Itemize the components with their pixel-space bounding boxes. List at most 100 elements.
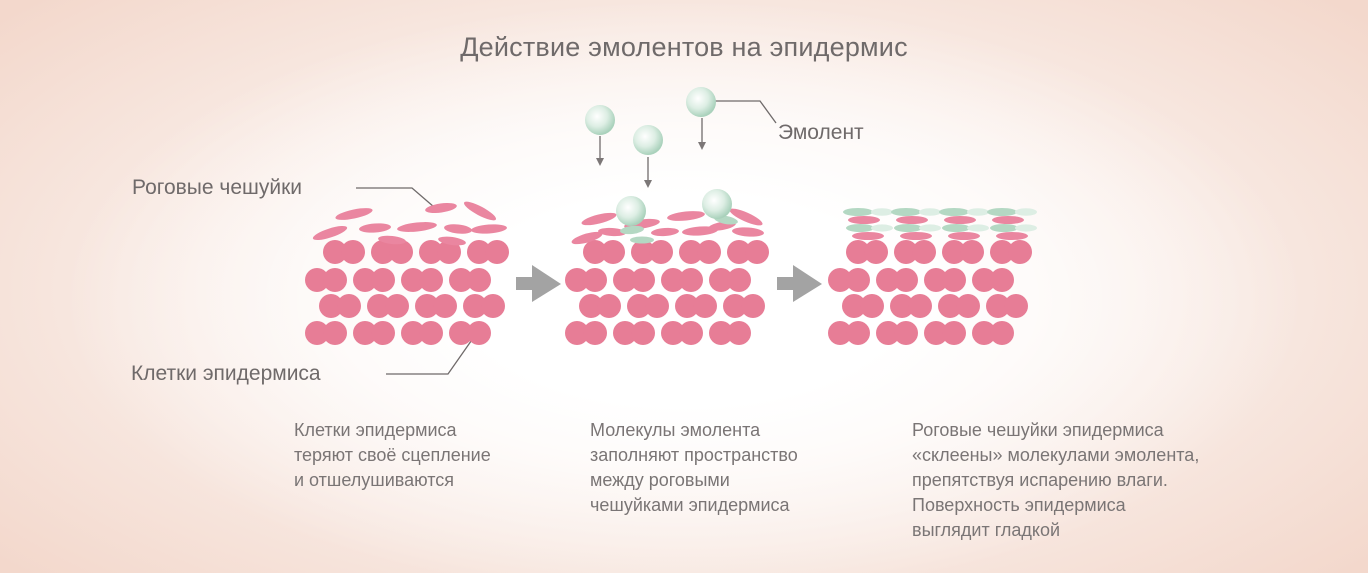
emollient-fill: [1015, 208, 1037, 216]
horny-scale: [848, 216, 880, 224]
emollient-fill: [919, 224, 941, 232]
emollient-fill: [990, 224, 1018, 232]
stage2-caption-line: чешуйками эпидермиса: [590, 495, 790, 515]
epidermis-cell: [709, 268, 751, 292]
emollient-fill: [891, 208, 921, 216]
epidermis-cell: [924, 321, 966, 345]
emollient-fill: [620, 225, 644, 235]
emollient-label: Эмолент: [778, 121, 864, 144]
epidermis-cell: [353, 268, 395, 292]
horny-scale: [444, 224, 472, 234]
horny-scale: [948, 232, 980, 240]
epidermis-cell: [990, 240, 1032, 264]
epidermis-cell: [353, 321, 395, 345]
horny-scale: [471, 224, 507, 234]
emollient-molecule: [616, 196, 646, 226]
horny-scale: [359, 223, 391, 233]
stage2-caption-line: Молекулы эмолента: [590, 420, 761, 440]
emollient-molecule: [633, 125, 663, 155]
horny-scale: [651, 227, 679, 237]
stage3-epidermis-cells: [828, 240, 1032, 345]
stage1-epidermis-cells: [305, 240, 509, 345]
epidermis-cell: [828, 321, 870, 345]
horny-scale: [900, 232, 932, 240]
epidermis-cell: [661, 321, 703, 345]
falling-arrows: [596, 118, 706, 188]
stage3-sealed-layer: [843, 208, 1037, 240]
epidermis-cell: [449, 268, 491, 292]
stage1-caption: Клетки эпидермиса теряют своё сцепление …: [294, 418, 491, 493]
epidermis-cell: [367, 294, 409, 318]
horny-scale: [397, 222, 437, 232]
horny-scale: [378, 235, 406, 245]
emollient-fill: [871, 208, 893, 216]
epidermis-cell: [319, 294, 361, 318]
epidermis-cell: [305, 268, 347, 292]
epidermis-cell: [305, 321, 347, 345]
epidermis-cell: [846, 240, 888, 264]
horny-scales-label: Роговые чешуйки: [132, 176, 303, 199]
horny-scale: [463, 201, 497, 221]
epidermis-cell: [675, 294, 717, 318]
emollient-molecule: [686, 87, 716, 117]
emollient-fill: [843, 208, 873, 216]
epidermis-cell: [938, 294, 980, 318]
epidermis-cell: [709, 321, 751, 345]
stage3-caption-line: Роговые чешуйки эпидермиса: [912, 420, 1164, 440]
epidermis-cell: [401, 321, 443, 345]
stage3-caption-line: «склеены» молекулами эмолента,: [912, 445, 1200, 465]
epidermis-cell: [613, 268, 655, 292]
epidermis-cell: [565, 321, 607, 345]
emollient-fill: [630, 236, 654, 244]
epidermis-cell: [942, 240, 984, 264]
horny-scale: [438, 236, 466, 246]
emollient-molecule: [585, 105, 615, 135]
epidermis-cell: [613, 321, 655, 345]
emollient-fill: [894, 224, 922, 232]
emollient-molecule: [702, 189, 732, 219]
stage-arrow-2: [777, 265, 822, 302]
horny-scale: [581, 212, 617, 226]
stage2-epidermis-cells: [565, 240, 769, 345]
emollient-fill: [919, 208, 941, 216]
stage1-caption-line: Клетки эпидермиса: [294, 420, 457, 440]
epidermis-cell: [876, 321, 918, 345]
emollient-fill: [967, 224, 989, 232]
epidermis-cell: [679, 240, 721, 264]
stage2-caption-line: заполняют пространство: [590, 445, 798, 465]
horny-scale: [996, 232, 1028, 240]
stage-arrow-1: [516, 265, 561, 302]
horny-scale: [335, 208, 373, 220]
horny-scale: [425, 203, 457, 213]
stage1-caption-line: и отшелушиваются: [294, 470, 455, 490]
epidermis-cell: [371, 240, 413, 264]
horny-scale: [732, 227, 764, 237]
epidermis-cell: [727, 240, 769, 264]
horny-scale: [571, 231, 603, 245]
emollient-fill: [846, 224, 874, 232]
epidermis-cell: [876, 268, 918, 292]
epidermis-cell: [986, 294, 1028, 318]
epidermis-cell: [467, 240, 509, 264]
horny-scale: [852, 232, 884, 240]
stage2-caption: Молекулы эмолента заполняют пространство…: [590, 418, 798, 518]
horny-scale: [992, 216, 1024, 224]
emollient-fill: [1015, 224, 1037, 232]
stage2-caption-line: между роговыми: [590, 470, 730, 490]
stage3-caption-line: Поверхность эпидермиса: [912, 495, 1126, 515]
emollient-fill: [942, 224, 970, 232]
emollient-fill: [939, 208, 969, 216]
horny-scale: [312, 225, 348, 241]
horny-scale: [667, 211, 705, 221]
stage3-caption-line: препятствуя испарению влаги.: [912, 470, 1168, 490]
epidermis-cell: [419, 240, 461, 264]
stage2-emollient-molecules: [585, 87, 732, 226]
epidermis-cell: [828, 268, 870, 292]
epidermis-cell: [894, 240, 936, 264]
epidermis-cell: [924, 268, 966, 292]
scales-leader-line: [356, 187, 435, 208]
epidermis-cell: [627, 294, 669, 318]
emollient-fill: [871, 224, 893, 232]
stage1-horny-scales: [312, 201, 507, 246]
